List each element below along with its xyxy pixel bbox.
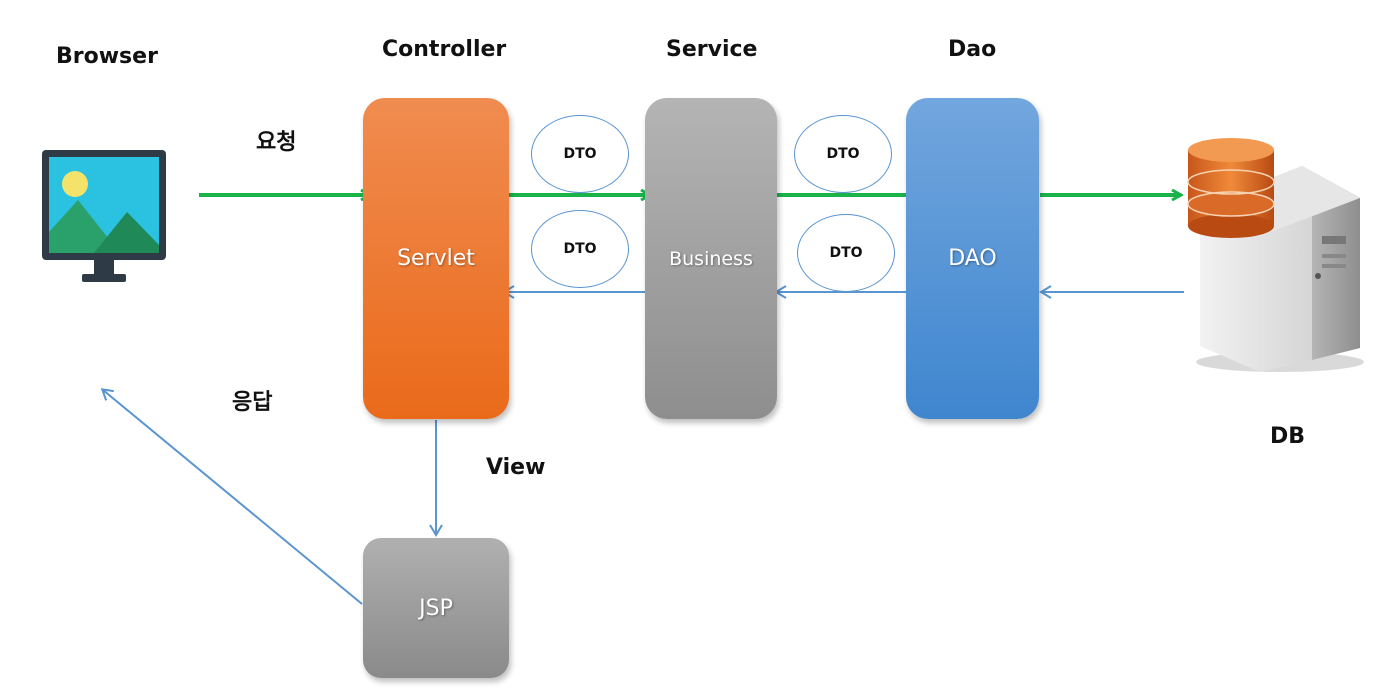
dto-bubble: DTO	[531, 210, 629, 288]
request-label: 요청	[256, 130, 297, 155]
dto-bubble: DTO	[794, 115, 892, 193]
response-arrow-jsp-browser	[100, 388, 363, 605]
business-box: Business	[645, 98, 777, 419]
dto-bubble: DTO	[797, 214, 895, 292]
browser-heading: Browser	[56, 44, 158, 69]
view-heading: View	[486, 455, 546, 480]
dao-box: DAO	[906, 98, 1039, 419]
dao-label: DAO	[948, 246, 997, 271]
database-server-icon	[1187, 138, 1364, 372]
response-label: 응답	[232, 390, 273, 415]
servlet-label: Servlet	[397, 246, 475, 271]
service-heading: Service	[666, 37, 758, 62]
controller-heading: Controller	[382, 37, 507, 62]
db-heading: DB	[1270, 424, 1306, 449]
jsp-label: JSP	[419, 595, 453, 621]
servlet-box: Servlet	[363, 98, 509, 419]
jsp-box: JSP	[363, 538, 509, 678]
monitor-icon	[42, 150, 166, 282]
dao-heading: Dao	[948, 37, 997, 62]
dto-bubble: DTO	[531, 115, 629, 193]
business-label: Business	[669, 247, 753, 270]
